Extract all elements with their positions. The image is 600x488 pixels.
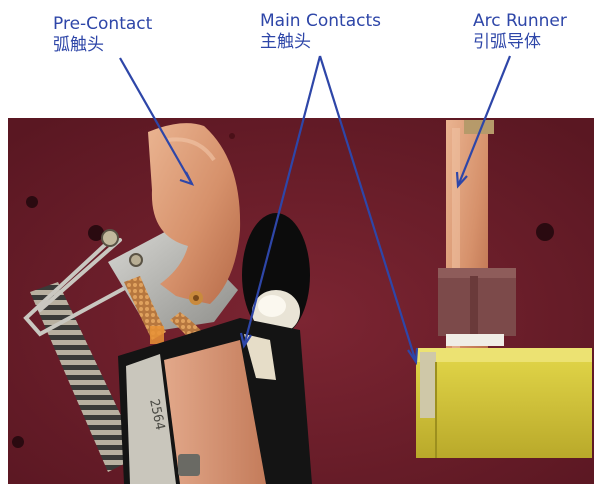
arc-runner-label: Arc Runner 引弧导体	[473, 11, 567, 53]
arc-runner-label-zh: 引弧导体	[473, 32, 541, 52]
pre-contact-label: Pre-Contact 弧触头	[53, 14, 152, 56]
main-contacts-label-en: Main Contacts	[260, 11, 381, 31]
wire-arm	[23, 238, 160, 337]
yellow-terminal-block	[416, 348, 592, 458]
annotation-arrows	[119, 55, 512, 366]
pre-contact-label-zh: 弧触头	[53, 35, 104, 55]
arc-runner-label-en: Arc Runner	[473, 11, 567, 31]
main-contacts-label-zh: 主触头	[260, 32, 311, 52]
main-contact-assembly	[118, 318, 312, 484]
arc-block	[438, 268, 516, 346]
spring	[30, 282, 140, 472]
main-contacts-label: Main Contacts 主触头	[260, 11, 381, 53]
pre-contact-label-en: Pre-Contact	[53, 14, 153, 34]
screw	[129, 253, 143, 267]
engraved-number: 2564	[146, 398, 167, 432]
pre-contact-arm	[148, 123, 241, 305]
screw	[101, 229, 119, 247]
